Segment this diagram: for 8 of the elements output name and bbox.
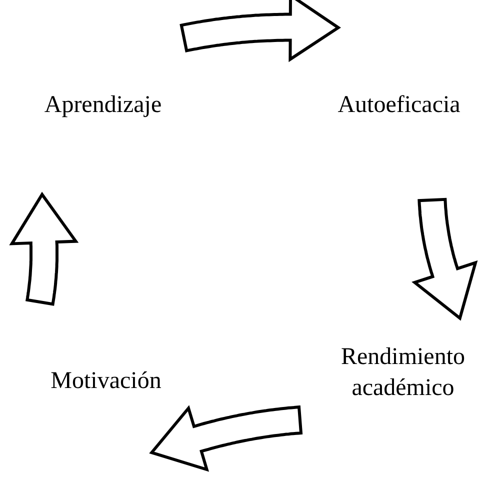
- node-label: Aprendizaje: [44, 90, 162, 120]
- curved-block-arrow: [412, 198, 478, 321]
- curved-block-arrow: [180, 0, 341, 62]
- node-label: Autoeficacia: [338, 90, 460, 120]
- node-label: Motivación: [50, 366, 162, 396]
- node-label: Rendimiento académico: [340, 343, 466, 403]
- curved-block-arrow: [149, 405, 303, 472]
- curved-block-arrow: [9, 192, 79, 306]
